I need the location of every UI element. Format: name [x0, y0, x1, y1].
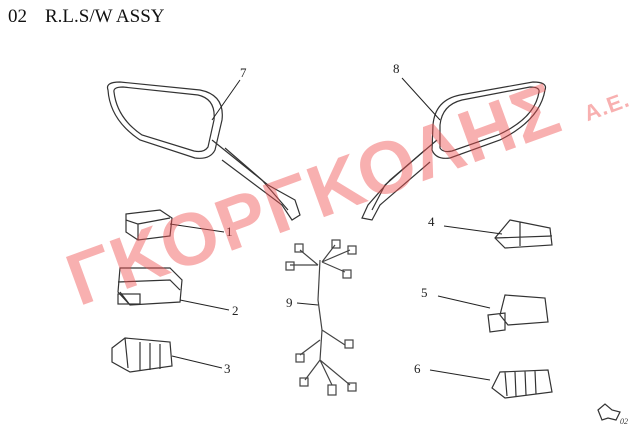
wiring-harness	[285, 239, 357, 396]
right-mirror	[361, 81, 547, 221]
callout-5: 5	[421, 285, 428, 300]
next-page-arrow[interactable]: 02	[597, 403, 628, 426]
callout-8: 8	[393, 61, 400, 76]
switch-2	[117, 267, 183, 306]
leader-lines	[169, 77, 503, 381]
switch-6	[491, 369, 553, 399]
switch-4	[494, 219, 553, 249]
callout-3: 3	[224, 361, 231, 376]
assembly-title: R.L.S/W ASSY	[45, 6, 165, 27]
callout-6: 6	[414, 361, 421, 376]
switch-1	[125, 209, 173, 241]
next-page-number: 02	[620, 417, 628, 426]
callout-1: 1	[226, 224, 233, 239]
watermark-suffix: Α.Ε.	[580, 86, 633, 127]
left-mirror	[106, 81, 301, 221]
arrow-icon	[597, 403, 621, 421]
callout-7: 7	[240, 65, 247, 80]
page-code: 02	[8, 6, 27, 27]
callout-4: 4	[428, 214, 435, 229]
callout-9: 9	[286, 295, 293, 310]
switch-5	[487, 294, 549, 333]
switch-3	[111, 337, 173, 373]
callout-2: 2	[232, 303, 239, 318]
